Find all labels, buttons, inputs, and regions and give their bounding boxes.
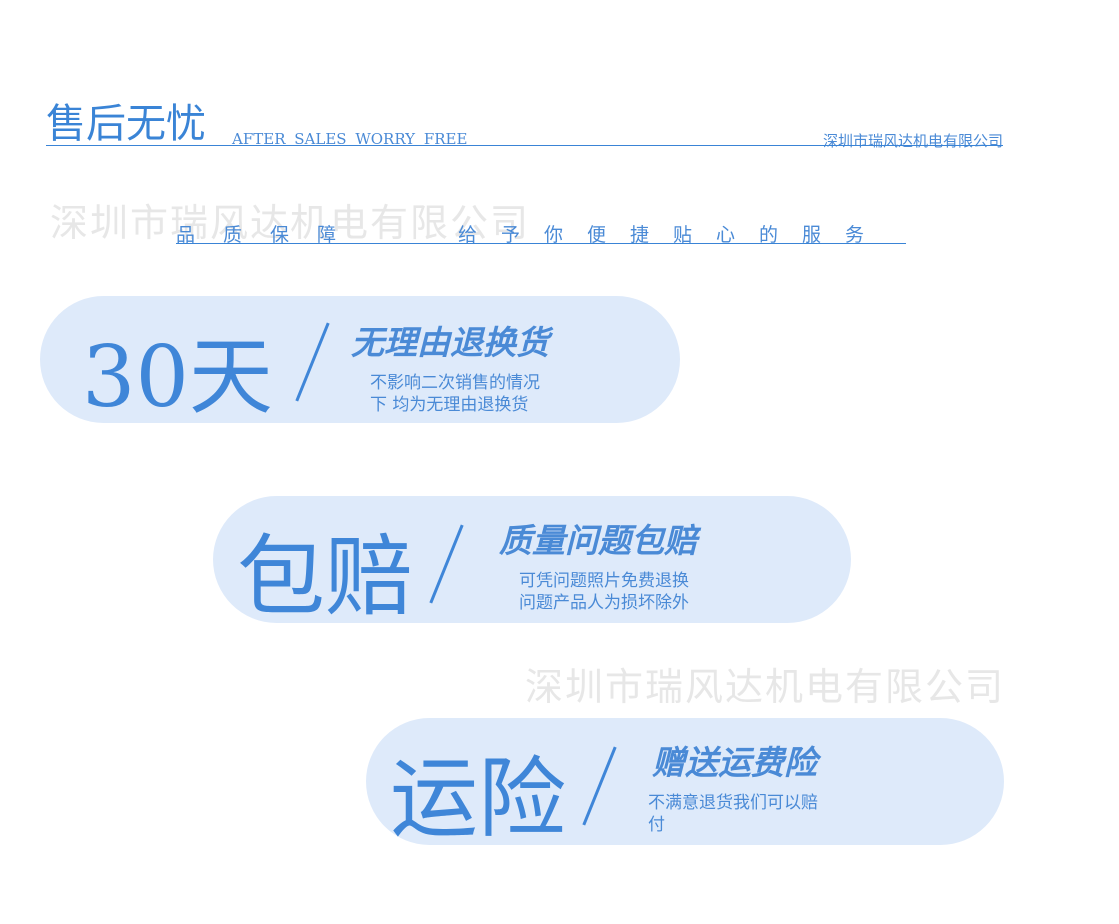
header-company-name: 深圳市瑞风达机电有限公司 [822, 132, 1003, 150]
card-description-line: 不满意退货我们可以赔 [648, 793, 818, 813]
card-title: 赠送运费险 [652, 743, 817, 782]
service-card-shipping-insurance: 运险 赠送运费险 不满意退货我们可以赔 付 [366, 718, 1004, 850]
card-title: 质量问题包赔 [499, 521, 697, 560]
card-big-label: 运险 [390, 747, 567, 850]
service-card-return: 30天 无理由退换货 不影响二次销售的情况 下 均为无理由退换货 [40, 296, 680, 426]
tagline-service: 给予你便捷贴心的服务 [458, 224, 889, 246]
card-description-line: 问题产品人为损坏除外 [519, 593, 689, 613]
slash-divider [429, 524, 464, 604]
watermark-company-2: 深圳市瑞风达机电有限公司 [525, 665, 1006, 709]
page-title: 售后无忧 [46, 101, 206, 147]
header: 售后无忧 AFTER SALES WORRY FREE 深圳市瑞风达机电有限公司 [46, 100, 1003, 150]
slash-divider [582, 746, 617, 826]
card-description-line: 下 均为无理由退换货 [370, 395, 529, 415]
slash-divider [295, 322, 330, 402]
card-description-line: 可凭问题照片免费退换 [519, 571, 689, 591]
header-subtitle-en: AFTER SALES WORRY FREE [232, 130, 468, 148]
card-description: 不影响二次销售的情况 下 均为无理由退换货 [370, 372, 540, 416]
card-description: 可凭问题照片免费退换 问题产品人为损坏除外 [519, 570, 689, 614]
service-card-compensation: 包赔 质量问题包赔 可凭问题照片免费退换 问题产品人为损坏除外 [213, 496, 851, 628]
card-description: 不满意退货我们可以赔 付 [648, 792, 858, 836]
watermark-company-1: 深圳市瑞风达机电有限公司 [50, 201, 531, 245]
card-description-line: 付 [648, 815, 665, 835]
card-big-label: 包赔 [237, 525, 414, 628]
card-big-label: 30天 [82, 328, 273, 426]
tagline-quality-guarantee: 品质保障 [176, 224, 365, 246]
card-description-line: 不影响二次销售的情况 [370, 373, 540, 393]
card-title: 无理由退换货 [351, 323, 549, 362]
tagline: 品质保障 给予你便捷贴心的服务 [176, 220, 906, 246]
header-divider [46, 145, 1003, 146]
tagline-divider [176, 243, 906, 244]
